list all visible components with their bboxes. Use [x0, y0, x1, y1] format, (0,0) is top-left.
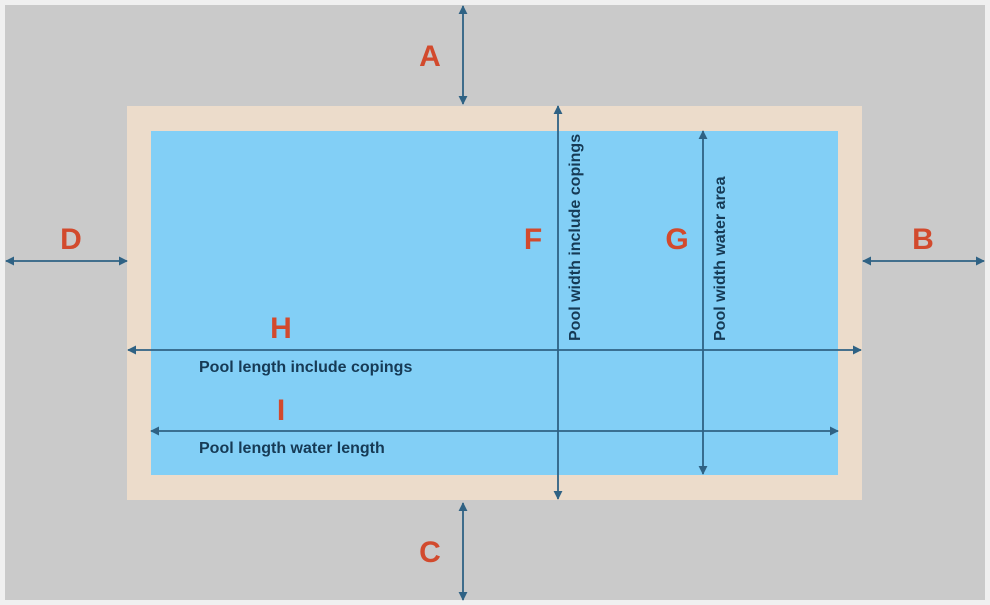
- label-h: H: [270, 312, 292, 345]
- label-b: B: [912, 223, 934, 256]
- label-d: D: [60, 223, 82, 256]
- label-i: I: [277, 394, 285, 427]
- caption-pool-length-water: Pool length water length: [199, 440, 385, 457]
- pool-water-area: [151, 131, 838, 475]
- caption-pool-length-copings: Pool length include copings: [199, 359, 412, 376]
- label-g: G: [665, 223, 688, 256]
- label-c: C: [419, 536, 441, 569]
- label-a: A: [419, 40, 441, 73]
- caption-pool-width-water: Pool width water area: [712, 176, 729, 341]
- label-f: F: [524, 223, 542, 256]
- caption-pool-width-copings: Pool width include copings: [567, 134, 584, 341]
